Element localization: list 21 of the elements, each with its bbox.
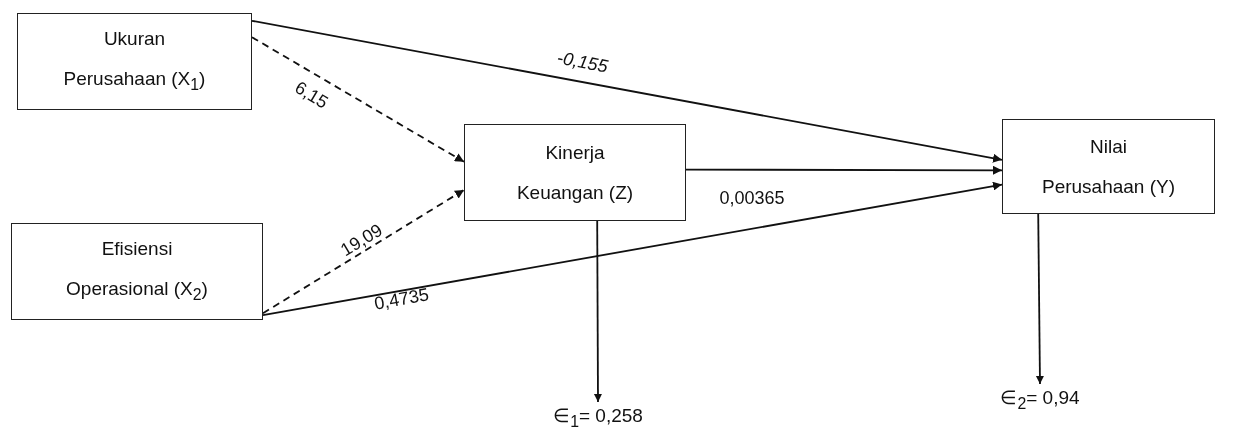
arrow bbox=[251, 36, 465, 163]
edge-label: 0,00365 bbox=[719, 188, 785, 208]
variable-label: Nilai Perusahaan (Y) bbox=[1040, 134, 1177, 199]
variable-label: Efisiensi Operasional (X$_{2}$) bbox=[65, 236, 209, 305]
variable-label: Ukuran Perusahaan (X$_{1}$) bbox=[62, 26, 207, 95]
variable-box bbox=[464, 124, 686, 221]
variable-box bbox=[1002, 119, 1215, 214]
arrow bbox=[251, 19, 1003, 163]
variable-box bbox=[17, 13, 252, 110]
variable-label: Kinerja Keuangan (Z) bbox=[515, 140, 635, 205]
arrow bbox=[593, 220, 602, 403]
arrow bbox=[1035, 213, 1044, 385]
edge-label: 6,15 bbox=[291, 77, 333, 113]
error-term-label: ∈$_{1}$= 0,258 bbox=[553, 405, 643, 432]
error-term-label: ∈$_{2}$= 0,94 bbox=[1000, 387, 1080, 414]
arrow bbox=[262, 181, 1003, 317]
variable-box bbox=[11, 223, 263, 320]
edge-label: -0,155 bbox=[556, 47, 610, 77]
edge-label: 0,4735 bbox=[373, 284, 431, 314]
arrow bbox=[685, 165, 1003, 175]
arrow bbox=[262, 189, 465, 315]
